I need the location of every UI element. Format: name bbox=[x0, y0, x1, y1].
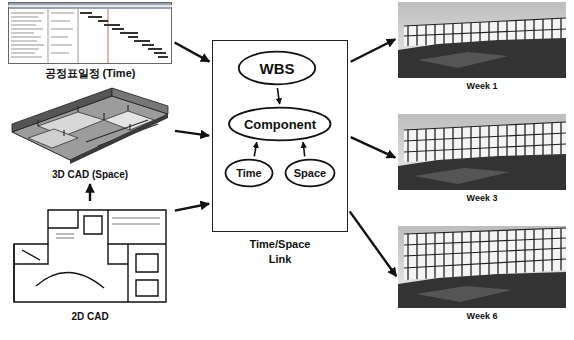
image-caption: Week 3 bbox=[398, 190, 566, 204]
arrow-connector bbox=[277, 88, 279, 104]
site-render bbox=[398, 2, 566, 78]
ellipse-label: Space bbox=[294, 167, 326, 179]
image-caption: 2D CAD bbox=[8, 308, 172, 323]
image-caption: 3D CAD (Space) bbox=[8, 166, 172, 181]
image-caption: 공정표일정 (Time) bbox=[8, 64, 172, 80]
arrow-connector bbox=[175, 131, 209, 136]
image-panel: Week 3 bbox=[398, 114, 566, 204]
image-panel: 3D CAD (Space) bbox=[8, 80, 172, 181]
site-render bbox=[398, 226, 566, 308]
site-render bbox=[398, 114, 566, 190]
image-caption: Week 1 bbox=[398, 78, 566, 92]
arrow-connector bbox=[350, 211, 397, 276]
arrow-connector bbox=[175, 43, 210, 62]
ellipse-node: Space bbox=[285, 159, 335, 187]
image-panel: 2D CAD bbox=[8, 204, 172, 323]
schedule-screenshot bbox=[8, 2, 172, 64]
link-box: Time/Space LinkWBSComponentTimeSpace bbox=[212, 40, 348, 232]
box-caption: Time/Space Link bbox=[238, 237, 322, 267]
ellipse-node: Component bbox=[228, 107, 332, 141]
arrow-connector bbox=[351, 137, 396, 157]
3d-cad-model bbox=[8, 80, 172, 166]
arrow-connector bbox=[254, 142, 256, 156]
ellipse-node: WBS bbox=[238, 51, 316, 85]
ellipse-label: Component bbox=[244, 117, 316, 132]
arrow-connector bbox=[351, 39, 396, 61]
image-panel: Week 1 bbox=[398, 2, 566, 92]
image-panel: 공정표일정 (Time) bbox=[8, 2, 172, 80]
ellipse-label: WBS bbox=[260, 60, 295, 77]
image-panel: Week 6 bbox=[398, 226, 566, 322]
arrow-connector bbox=[175, 204, 209, 211]
ellipse-node: Time bbox=[225, 159, 273, 187]
2d-cad-plan bbox=[8, 204, 172, 308]
ellipse-label: Time bbox=[236, 167, 261, 179]
image-caption: Week 6 bbox=[398, 308, 566, 322]
arrow-connector bbox=[303, 142, 305, 156]
arrow-connector bbox=[89, 184, 91, 201]
